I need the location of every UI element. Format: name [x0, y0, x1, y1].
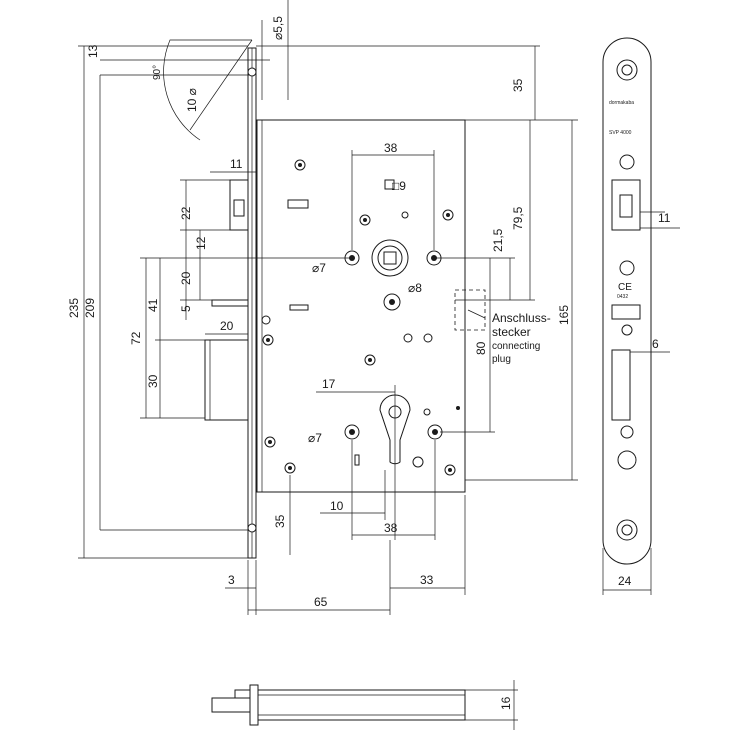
dimension-labels: 13 ⌀5,5 90° 10 ⌀ 35 235 209 38 □9 11 22 …: [67, 16, 671, 710]
dim-total-209: 209: [83, 298, 97, 318]
dim-top-13: 13: [86, 44, 100, 58]
dim-total-235: 235: [67, 298, 81, 318]
dim-22: 22: [179, 206, 193, 220]
side-case: [257, 689, 466, 721]
connector-label-en-2: plug: [492, 354, 511, 365]
dim-80: 80: [474, 341, 488, 355]
connecting-plug-area: [454, 289, 486, 331]
dim-follower-38: 38: [384, 141, 398, 155]
dim-plate-24: 24: [618, 574, 632, 588]
plate-brand-1: dormakaba: [609, 100, 634, 106]
dim-dia-8: ⌀8: [408, 281, 422, 295]
dim-12: 12: [194, 236, 208, 250]
plate-ce: CE: [618, 282, 632, 293]
plate-brand-2: SVP 4000: [609, 130, 632, 136]
dim-dia-7-lower: ⌀7: [308, 431, 322, 445]
dim-plate-11: 11: [658, 211, 671, 225]
faceplate-outline: [602, 37, 652, 565]
plate-ce-num: 0432: [617, 294, 628, 300]
dim-3: 3: [228, 573, 235, 587]
dim-65: 65: [314, 595, 328, 609]
dim-20-latch: 20: [220, 319, 234, 333]
dim-10: 10: [330, 499, 344, 513]
side-forend: [249, 684, 259, 726]
dim-bottom-35: 35: [273, 514, 287, 528]
dim-side-16: 16: [499, 696, 513, 710]
trigger-pin: [211, 299, 249, 307]
slot-upper: [287, 199, 309, 209]
dim-dia-10: 10 ⌀: [185, 88, 199, 112]
dim-20-upper: 20: [179, 271, 193, 285]
bolt-opening: [611, 349, 631, 421]
dim-plate-6: 6: [652, 337, 659, 351]
dim-angle-90: 90°: [152, 65, 163, 80]
dim-33: 33: [420, 573, 434, 587]
dimension-lines: [78, 0, 578, 615]
lock-body: [204, 47, 486, 559]
dim-72: 72: [129, 331, 143, 345]
connector-label-de-2: stecker: [492, 325, 531, 339]
side-latch: [211, 697, 251, 713]
dim-cyl-38: 38: [384, 521, 398, 535]
angle-arc: [163, 39, 252, 141]
dim-dia-7-upper: ⌀7: [312, 261, 326, 275]
faceplate: [602, 37, 680, 595]
dim-21-5: 21,5: [491, 228, 505, 252]
follower-square: [383, 251, 397, 265]
connector-label-en-1: connecting: [492, 341, 540, 352]
dim-5: 5: [179, 305, 193, 312]
dim-square-9: □9: [392, 179, 406, 193]
latch-bolt: [204, 339, 249, 421]
connector-label-de-1: Anschluss-: [492, 311, 551, 325]
side-view: [211, 680, 518, 730]
dim-30: 30: [146, 374, 160, 388]
dim-screw-dia: ⌀5,5: [271, 16, 285, 40]
dim-11-left: 11: [230, 157, 243, 171]
dim-165: 165: [557, 305, 571, 325]
dim-17: 17: [322, 377, 336, 391]
dim-79-5: 79,5: [511, 206, 525, 230]
dim-top-35: 35: [511, 78, 525, 92]
dim-41: 41: [146, 298, 160, 312]
